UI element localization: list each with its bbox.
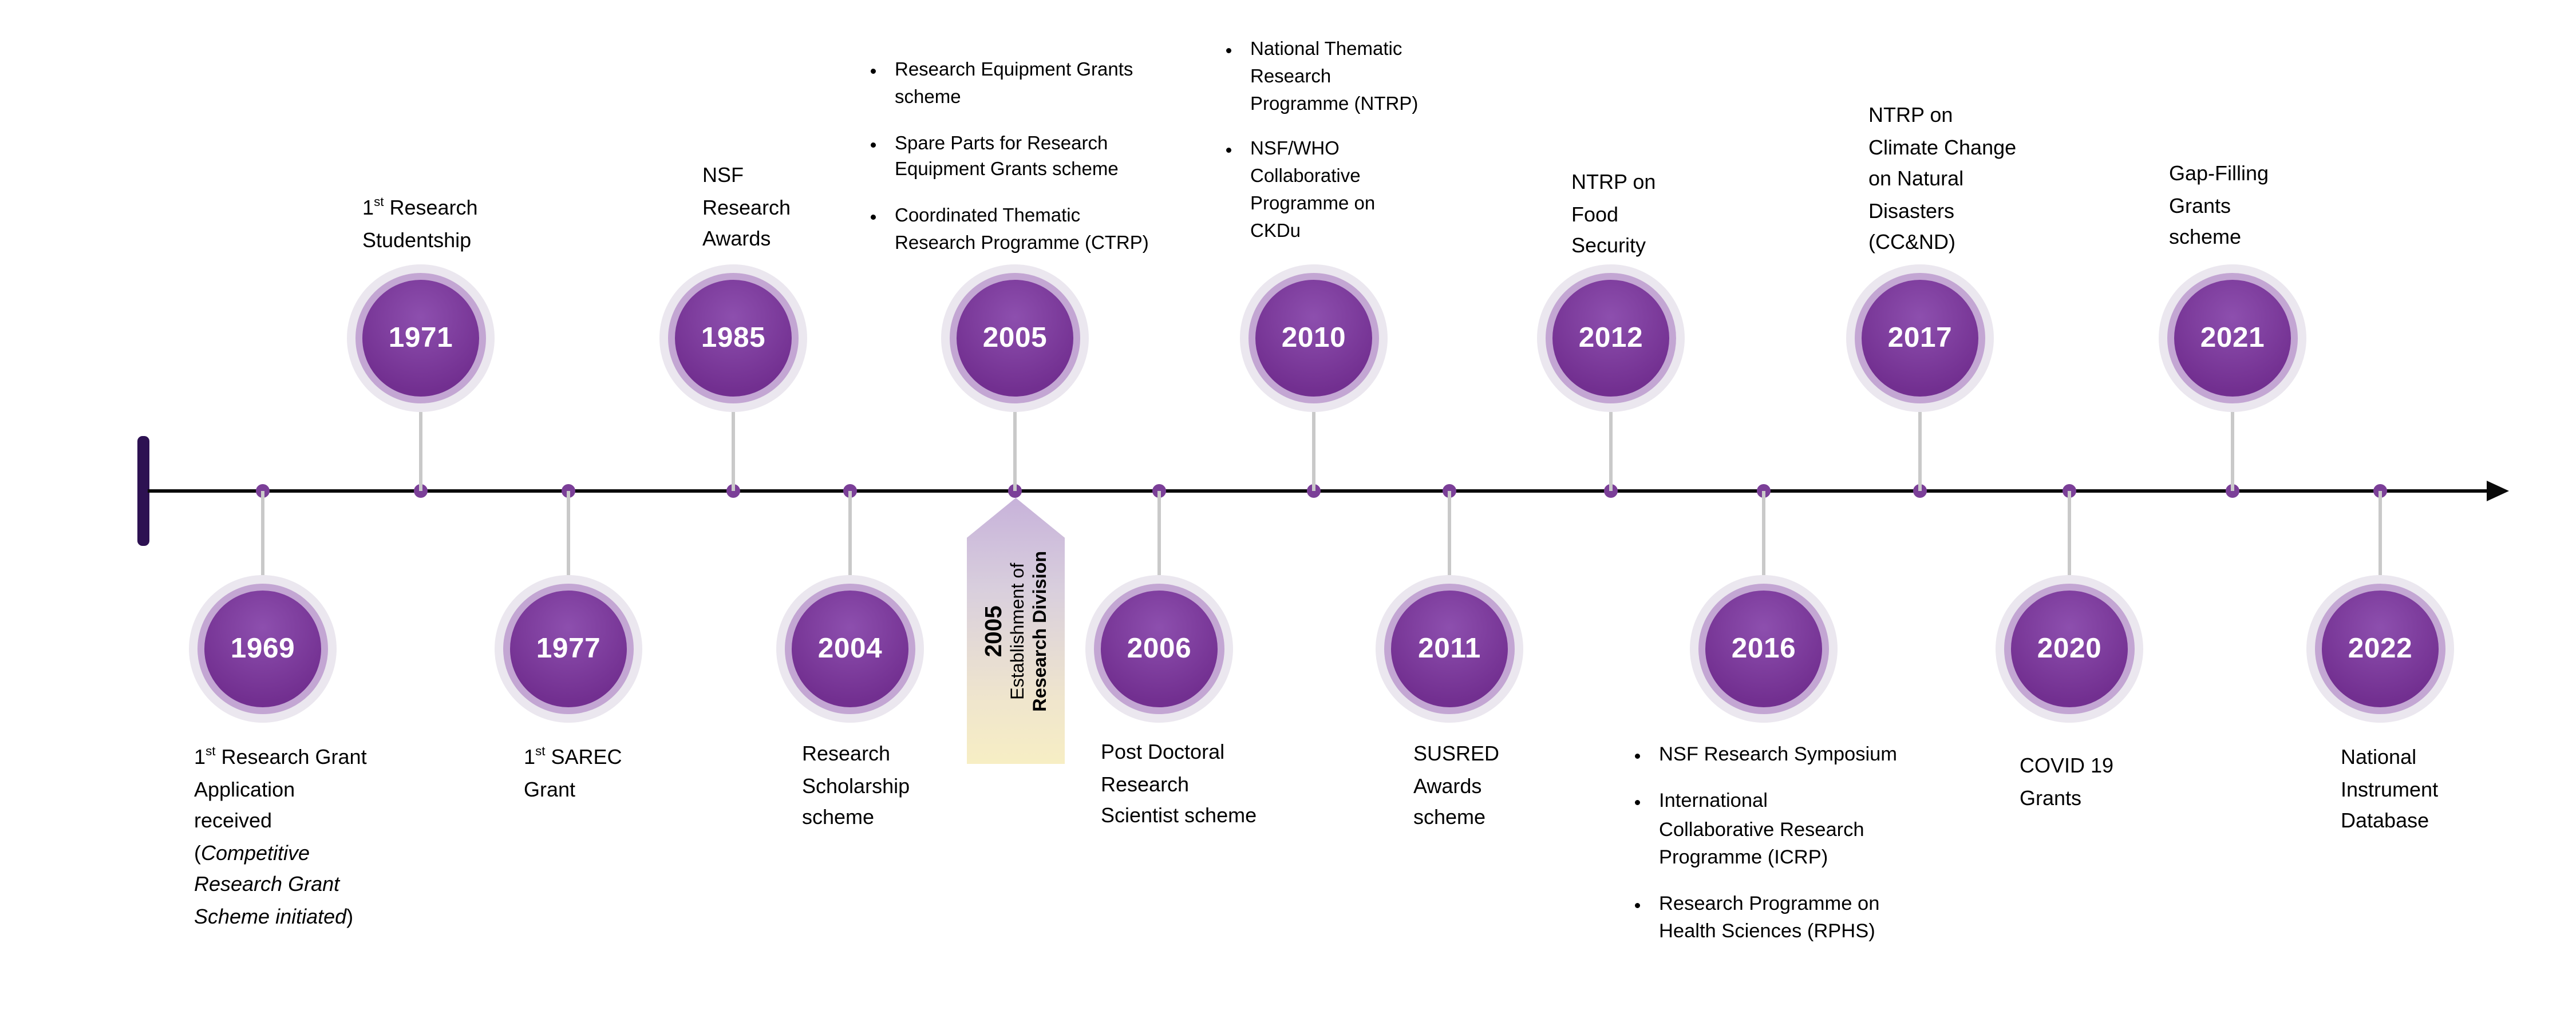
year-text: 2010 — [1281, 322, 1346, 353]
year-text: 2011 — [1418, 632, 1481, 664]
year-circle-1985: 1985 — [668, 273, 799, 403]
year-text: 1977 — [536, 632, 601, 664]
year-circle-2021: 2021 — [2167, 273, 2298, 403]
connector-2011 — [1448, 491, 1451, 575]
connector-2006 — [1157, 491, 1160, 575]
bullet-item: Research Programme on Health Sciences (R… — [1656, 892, 1956, 948]
year-circle-2006: 2006 — [1094, 584, 1224, 714]
event-label-2020: COVID 19 Grants — [2020, 754, 2114, 810]
year-text: 2004 — [817, 632, 883, 664]
banner-line1: Establishment of — [1006, 562, 1028, 700]
connector-2010 — [1312, 412, 1315, 491]
year-text: 1971 — [388, 322, 453, 353]
connector-2016 — [1762, 491, 1765, 575]
event-bullets-2016: NSF Research Symposium International Col… — [1631, 742, 1956, 966]
event-label-1977: 1st SAREC Grant — [524, 743, 622, 801]
connector-2022 — [2379, 491, 2381, 575]
bullet-item: International Collaborative Research Pro… — [1656, 789, 1956, 873]
connector-1969 — [261, 491, 264, 575]
year-text: 2012 — [1578, 322, 1643, 353]
event-bullets-2005: Research Equipment Grants scheme Spare P… — [867, 58, 1200, 278]
event-label-1985: NSF Research Awards — [702, 163, 791, 251]
year-text: 1969 — [230, 632, 295, 664]
year-text: 1985 — [701, 322, 766, 353]
event-label-1969: 1st Research Grant Application received … — [194, 743, 367, 928]
event-bullets-2010: National Thematic Research Programme (NT… — [1223, 38, 1470, 266]
year-circle-2016: 2016 — [1698, 584, 1829, 714]
year-text: 2021 — [2200, 322, 2265, 353]
connector-2005 — [1013, 412, 1016, 491]
event-label-2017: NTRP on Climate Change on Natural Disast… — [1868, 103, 2017, 254]
year-text: 2006 — [1127, 632, 1192, 664]
event-label-2011: SUSRED Awards scheme — [1413, 742, 1500, 829]
banner-year: 2005 — [980, 605, 1006, 657]
year-circle-1969: 1969 — [197, 584, 328, 714]
banner-line2: Research Division — [1030, 550, 1051, 711]
event-label-2021: Gap-Filling Grants scheme — [2169, 161, 2269, 249]
connector-1985 — [732, 412, 734, 491]
bullet-item: National Thematic Research Programme (NT… — [1247, 38, 1470, 119]
year-circle-1977: 1977 — [503, 584, 634, 714]
year-circle-2022: 2022 — [2315, 584, 2445, 714]
year-circle-1971: 1971 — [355, 273, 486, 403]
event-label-1971: 1st Research Studentship — [362, 194, 478, 252]
event-label-2012: NTRP on Food Security — [1571, 170, 1656, 258]
year-circle-2017: 2017 — [1855, 273, 1985, 403]
event-label-2006: Post Doctoral Research Scientist scheme — [1101, 740, 1257, 827]
connector-1971 — [419, 412, 422, 491]
event-label-2004: Research Scholarship scheme — [802, 742, 910, 829]
year-text: 2022 — [2348, 632, 2413, 664]
year-text: 2017 — [1887, 322, 1953, 353]
year-text: 2020 — [2037, 632, 2102, 664]
bullet-item: NSF/WHO Collaborative Programme on CKDu — [1247, 138, 1470, 247]
connector-2020 — [2068, 491, 2071, 575]
year-circle-2005: 2005 — [950, 273, 1080, 403]
connector-1977 — [567, 491, 570, 575]
year-circle-2004: 2004 — [785, 584, 915, 714]
establishment-banner: 2005 Establishment of Research Division — [967, 498, 1065, 764]
connector-2021 — [2231, 412, 2234, 491]
year-circle-2020: 2020 — [2004, 584, 2135, 714]
connector-2012 — [1609, 412, 1612, 491]
event-label-2022: National Instrument Database — [2341, 745, 2439, 833]
year-text: 2016 — [1731, 632, 1796, 664]
connector-2017 — [1918, 412, 1921, 491]
year-text: 2005 — [982, 322, 1048, 353]
year-circle-2011: 2011 — [1384, 584, 1515, 714]
axis-arrowhead-icon — [2487, 480, 2509, 501]
bullet-item: Coordinated Thematic Research Programme … — [891, 205, 1200, 259]
establishment-banner-text: 2005 Establishment of Research Division — [978, 550, 1053, 711]
year-circle-2010: 2010 — [1249, 273, 1379, 403]
bullet-item: Spare Parts for Research Equipment Grant… — [891, 132, 1200, 186]
bullet-item: Research Equipment Grants scheme — [891, 58, 1200, 113]
year-circle-2012: 2012 — [1546, 273, 1676, 403]
connector-2004 — [848, 491, 851, 575]
bullet-item: NSF Research Symposium — [1656, 742, 1956, 770]
axis-start-cap — [137, 436, 149, 546]
